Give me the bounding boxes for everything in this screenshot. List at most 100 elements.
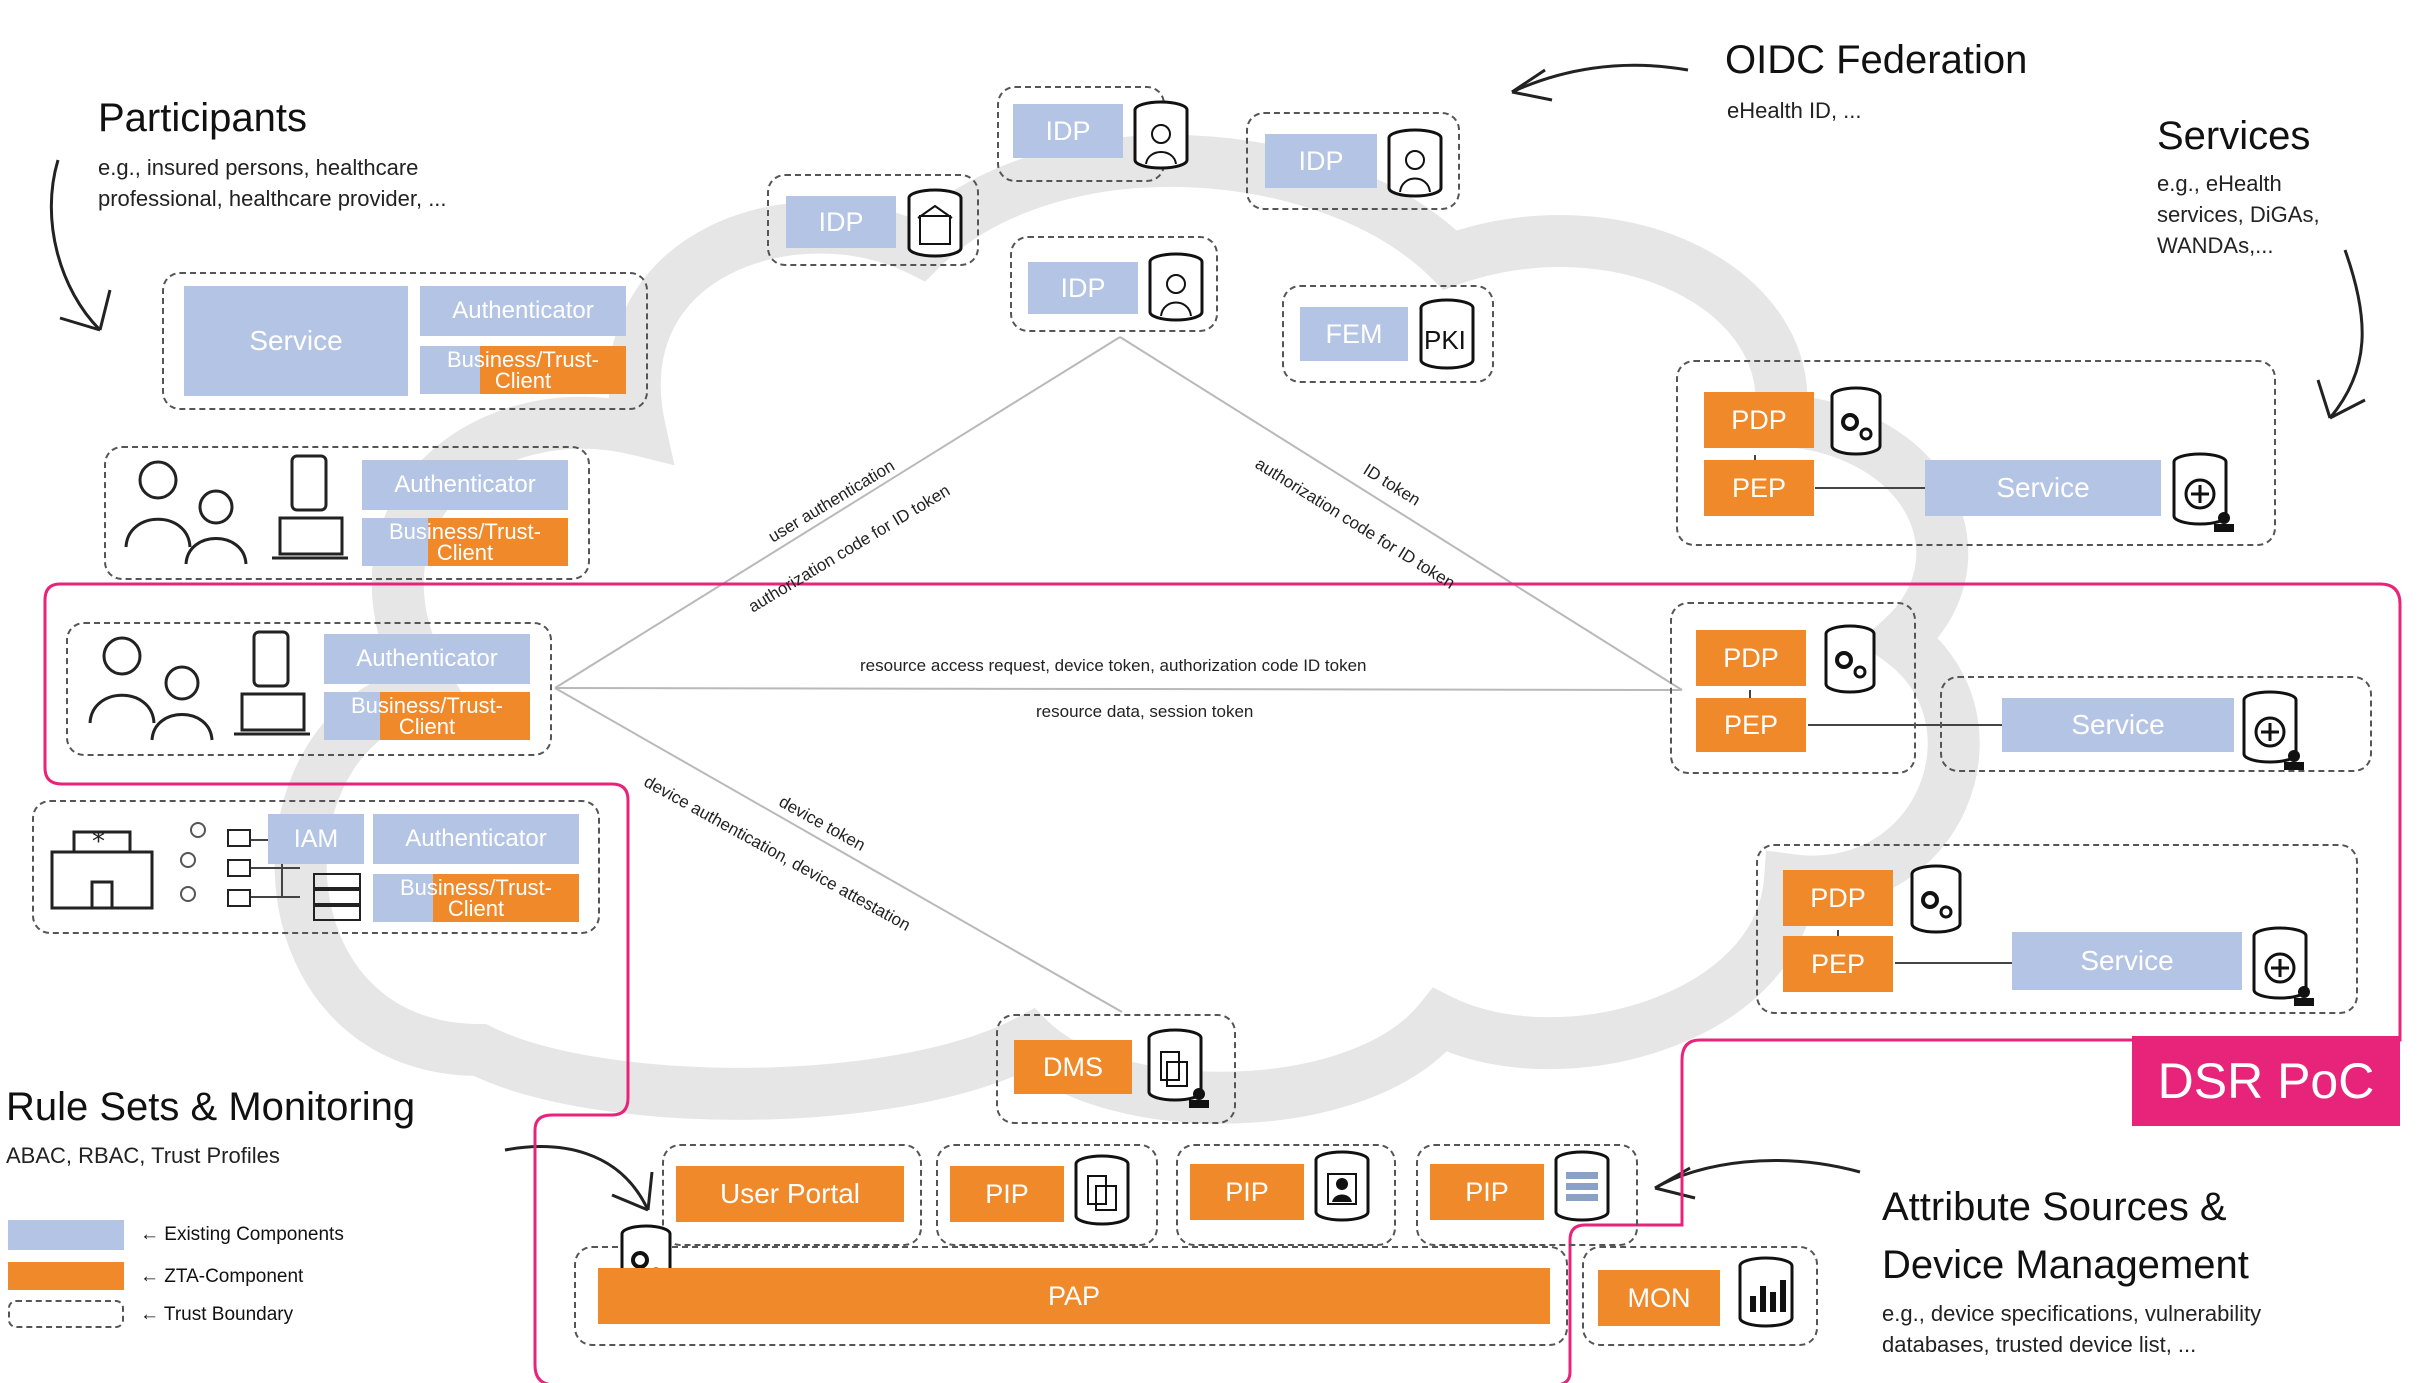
participant-boundary-2 (104, 446, 590, 580)
idp-person-db-icon (1387, 128, 1443, 198)
user-portal-boundary (662, 1144, 922, 1246)
dsr-poc-boundary (43, 582, 2402, 1383)
oidc-federation-title: OIDC Federation (1725, 38, 2028, 82)
phone-laptop-icon (272, 454, 348, 560)
service-boundary-2a (1670, 602, 1916, 774)
attribute-sources-title-2: Device Management (1882, 1243, 2249, 1287)
iam-box[interactable]: IAM (268, 814, 364, 864)
pep-box-1[interactable]: PEP (1704, 460, 1814, 516)
user-portal-box[interactable]: User Portal (676, 1166, 904, 1222)
authenticator-box-2[interactable]: Authenticator (362, 460, 568, 510)
gear-db-icon-2 (1824, 624, 1876, 694)
dms-boundary (996, 1014, 1236, 1124)
participants-subtitle-2: professional, healthcare provider, ... (98, 186, 447, 211)
mon-box[interactable]: MON (1598, 1270, 1720, 1326)
authenticator-box-1[interactable]: Authenticator (420, 286, 626, 336)
oidc-federation-subtitle: eHealth ID, ... (1727, 98, 1862, 123)
pap-boundary (574, 1246, 1568, 1346)
pdp-box-2[interactable]: PDP (1696, 630, 1806, 686)
idp-boundary-3 (767, 174, 979, 266)
services-subtitle-1: e.g., eHealth (2157, 171, 2282, 196)
health-db-icon-3 (2252, 926, 2314, 1006)
pdp-box-1[interactable]: PDP (1704, 392, 1814, 448)
two-persons-icon (88, 636, 214, 741)
dms-box[interactable]: DMS (1014, 1040, 1132, 1094)
dsr-poc-label: DSR PoC (2132, 1036, 2400, 1126)
gear-db-icon-3 (1910, 864, 1962, 934)
health-db-icon-1 (2172, 452, 2234, 532)
business-trust-client-1[interactable]: Business/Trust-Client (420, 346, 626, 394)
legend-label-zta: ← ZTA-Component (140, 1266, 304, 1287)
pip-box-3[interactable]: PIP (1430, 1164, 1544, 1220)
gear-db-icon-1 (1830, 386, 1882, 456)
idp-boundary-2 (1246, 112, 1460, 210)
services-title: Services (2157, 114, 2311, 158)
rule-sets-title: Rule Sets & Monitoring (6, 1085, 416, 1129)
legend-swatch-zta (8, 1262, 124, 1290)
pki-db-icon (1419, 298, 1475, 370)
pap-box[interactable]: PAP (598, 1268, 1550, 1324)
edge-label-resource-request: resource access request, device token, a… (860, 656, 1367, 675)
participants-title: Participants (98, 96, 307, 140)
pip-boundary-3 (1416, 1144, 1638, 1246)
legend-label-existing: ← Existing Components (140, 1224, 344, 1245)
pki-label: PKI (1424, 325, 1466, 355)
idp-boundary-4 (1010, 236, 1218, 332)
business-trust-client-2[interactable]: Business/Trust-Client (362, 518, 568, 566)
participants-arrow (49, 159, 102, 332)
service-boundary-2b (1940, 676, 2372, 772)
authenticator-box-3[interactable]: Authenticator (324, 634, 530, 684)
pip-boundary-1 (936, 1144, 1158, 1246)
legend-swatch-trust (8, 1300, 124, 1328)
user-group-icon (180, 822, 251, 907)
idp-person-db-icon-2 (1148, 252, 1204, 322)
fem-boundary (1282, 285, 1494, 383)
legend-swatch-existing (8, 1220, 124, 1250)
services-arrow (2328, 249, 2364, 419)
idp-doctor-db-icon (1133, 100, 1189, 170)
person-db-icon (1314, 1150, 1370, 1222)
device-db-icon (1147, 1028, 1209, 1108)
participant-boundary-4 (32, 800, 600, 934)
service-box-3[interactable]: Service (2012, 932, 2242, 990)
idp-box-2[interactable]: IDP (1265, 134, 1377, 188)
idp-box-4[interactable]: IDP (1028, 262, 1138, 314)
svg-text:*: * (92, 827, 105, 857)
participants-subtitle-1: e.g., insured persons, healthcare (98, 155, 419, 180)
services-subtitle-3: WANDAs,... (2157, 233, 2274, 258)
attribute-sources-subtitle-1: e.g., device specifications, vulnerabili… (1882, 1301, 2262, 1326)
pdp-box-3[interactable]: PDP (1783, 870, 1893, 926)
attribute-sources-subtitle-2: databases, trusted device list, ... (1882, 1332, 2197, 1357)
pip-box-2[interactable]: PIP (1190, 1164, 1304, 1220)
fem-box[interactable]: FEM (1300, 307, 1408, 361)
service-box-1[interactable]: Service (1925, 460, 2161, 516)
participant-boundary-3 (66, 622, 552, 756)
server-icon (313, 873, 361, 921)
idp-hospital-db-icon (907, 188, 963, 258)
phone-laptop-icon-2 (234, 630, 310, 736)
rule-sets-subtitle: ABAC, RBAC, Trust Profiles (6, 1143, 280, 1168)
mon-boundary (1582, 1246, 1818, 1346)
rules-arrow (504, 1145, 650, 1211)
list-db-icon (1554, 1150, 1610, 1222)
health-db-icon-2 (2242, 690, 2304, 770)
idp-box-3[interactable]: IDP (786, 196, 896, 248)
attr-arrow (1654, 1159, 1861, 1190)
pep-box-3[interactable]: PEP (1783, 936, 1893, 992)
two-doctors-icon (124, 460, 248, 565)
service-box-2[interactable]: Service (2002, 698, 2234, 752)
chart-db-icon (1738, 1256, 1794, 1328)
service-boundary-1 (1676, 360, 2276, 546)
hospital-icon: * (50, 827, 154, 910)
service-box-participant[interactable]: Service (184, 286, 408, 396)
idp-box-1[interactable]: IDP (1013, 104, 1123, 158)
pep-box-2[interactable]: PEP (1696, 698, 1806, 752)
device-db-icon-2 (1074, 1154, 1130, 1226)
business-trust-client-3[interactable]: Business/Trust-Client (324, 692, 530, 740)
pip-box-1[interactable]: PIP (950, 1166, 1064, 1222)
pip-boundary-2 (1176, 1144, 1396, 1246)
services-subtitle-2: services, DiGAs, (2157, 202, 2320, 227)
authenticator-box-4[interactable]: Authenticator (373, 814, 579, 864)
attribute-sources-title-1: Attribute Sources & (1882, 1185, 2227, 1229)
business-trust-client-4[interactable]: Business/Trust-Client (373, 874, 579, 922)
